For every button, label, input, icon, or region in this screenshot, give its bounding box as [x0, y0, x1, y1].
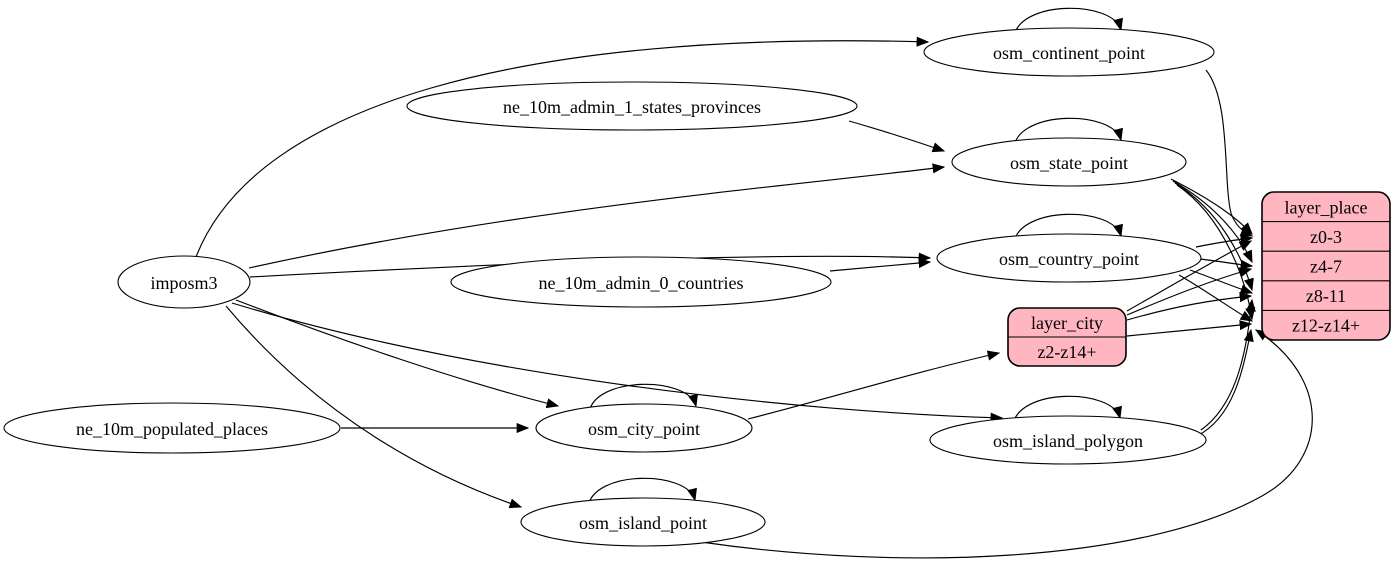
record-layer_city	[1007, 307, 1127, 367]
edge-layer_city-to-layer_place-z12-z14+	[1126, 320, 1253, 337]
edge-osm_island_polygon-to-layer_place-z12-z14+	[1196, 328, 1254, 437]
record-header-layer_place-layer_place: layer_place	[1285, 197, 1368, 217]
node-label-osm_island_point: osm_island_point	[579, 513, 707, 533]
node-ne_10m_admin_0_countries	[450, 256, 832, 308]
edge-layer_city-to-layer_place-z0-3	[1126, 240, 1253, 312]
record-layer_place	[1261, 191, 1391, 341]
edge-osm_state_point-to-layer_place-z8-11	[1174, 182, 1254, 292]
edge-imposm3-to-osm_island_polygon	[231, 302, 1004, 423]
edge-osm_island_polygon-to-layer_place-z8-11	[1200, 298, 1256, 431]
record-box-layer_place	[1261, 191, 1391, 341]
self-loop-osm_continent_point	[1013, 7, 1123, 38]
self-loop-osm_country_point	[1013, 213, 1123, 244]
node-imposm3	[117, 255, 251, 309]
self-loop-osm_state_point	[1013, 117, 1123, 148]
edge-ne_10m_admin_0_countries-to-osm_country_point	[829, 258, 932, 272]
node-label-ne_10m_admin_1_states_provinces: ne_10m_admin_1_states_provinces	[503, 97, 761, 117]
node-label-osm_city_point: osm_city_point	[588, 419, 700, 439]
edge-osm_city_point-to-layer_city-z2-z14+	[747, 350, 1001, 420]
record-header-layer_city-layer_city: layer_city	[1031, 313, 1103, 333]
edge-osm_continent_point-to-layer_place-z0-3	[1205, 69, 1254, 237]
node-label-osm_continent_point: osm_continent_point	[993, 43, 1145, 63]
edge-osm_country_point-to-layer_place-z4-7	[1199, 258, 1254, 270]
node-osm_island_polygon	[929, 415, 1207, 465]
node-label-ne_10m_populated_places: ne_10m_populated_places	[76, 419, 268, 439]
record-row-layer_place-z4-7: z4-7	[1310, 257, 1342, 277]
edge-osm_state_point-to-layer_place-z4-7	[1172, 180, 1253, 264]
node-osm_country_point	[936, 233, 1202, 283]
node-label-ne_10m_admin_0_countries: ne_10m_admin_0_countries	[539, 273, 744, 293]
self-loop-osm_city_point	[588, 383, 698, 414]
edge-ne_10m_admin_1_states_provinces-to-osm_state_point	[848, 120, 946, 153]
node-osm_continent_point	[923, 27, 1215, 77]
edge-imposm3-to-osm_city_point	[235, 299, 560, 409]
node-ne_10m_admin_1_states_provinces	[406, 81, 858, 131]
self-loop-osm_island_point	[587, 477, 697, 508]
node-ne_10m_populated_places	[3, 402, 341, 454]
edge-layer_city-to-layer_place-z4-7	[1126, 267, 1253, 316]
edge-osm_country_point-to-layer_place-z8-11	[1189, 269, 1254, 295]
record-row-layer_city-z2-z14+: z2-z14+	[1037, 342, 1096, 362]
edge-imposm3-to-osm_island_point	[225, 305, 523, 509]
record-row-layer_place-z8-11: z8-11	[1306, 286, 1346, 306]
edge-osm_country_point-to-layer_place-z12-z14+	[1178, 274, 1254, 322]
edge-layer_city-to-layer_place-z8-11	[1126, 292, 1253, 321]
record-row-layer_place-z0-3: z0-3	[1310, 227, 1342, 247]
record-row-layer_place-z12-z14+: z12-z14+	[1292, 316, 1360, 336]
edge-osm_island_point-to-layer_place-z12-z14+	[700, 329, 1313, 559]
node-osm_city_point	[535, 403, 753, 453]
node-label-osm_country_point: osm_country_point	[999, 249, 1139, 269]
node-label-osm_state_point: osm_state_point	[1010, 153, 1128, 173]
edge-osm_state_point-to-layer_place-z0-3	[1170, 178, 1253, 235]
node-osm_state_point	[951, 137, 1187, 187]
edge-imposm3-to-osm_state_point	[248, 163, 946, 269]
node-label-imposm3: imposm3	[150, 273, 217, 293]
node-label-osm_island_polygon: osm_island_polygon	[993, 431, 1143, 451]
node-osm_island_point	[520, 497, 766, 547]
self-loop-osm_island_polygon	[1012, 395, 1122, 426]
edge-osm_country_point-to-layer_place-z0-3	[1195, 234, 1254, 248]
edge-imposm3-to-osm_continent_point	[195, 36, 930, 258]
